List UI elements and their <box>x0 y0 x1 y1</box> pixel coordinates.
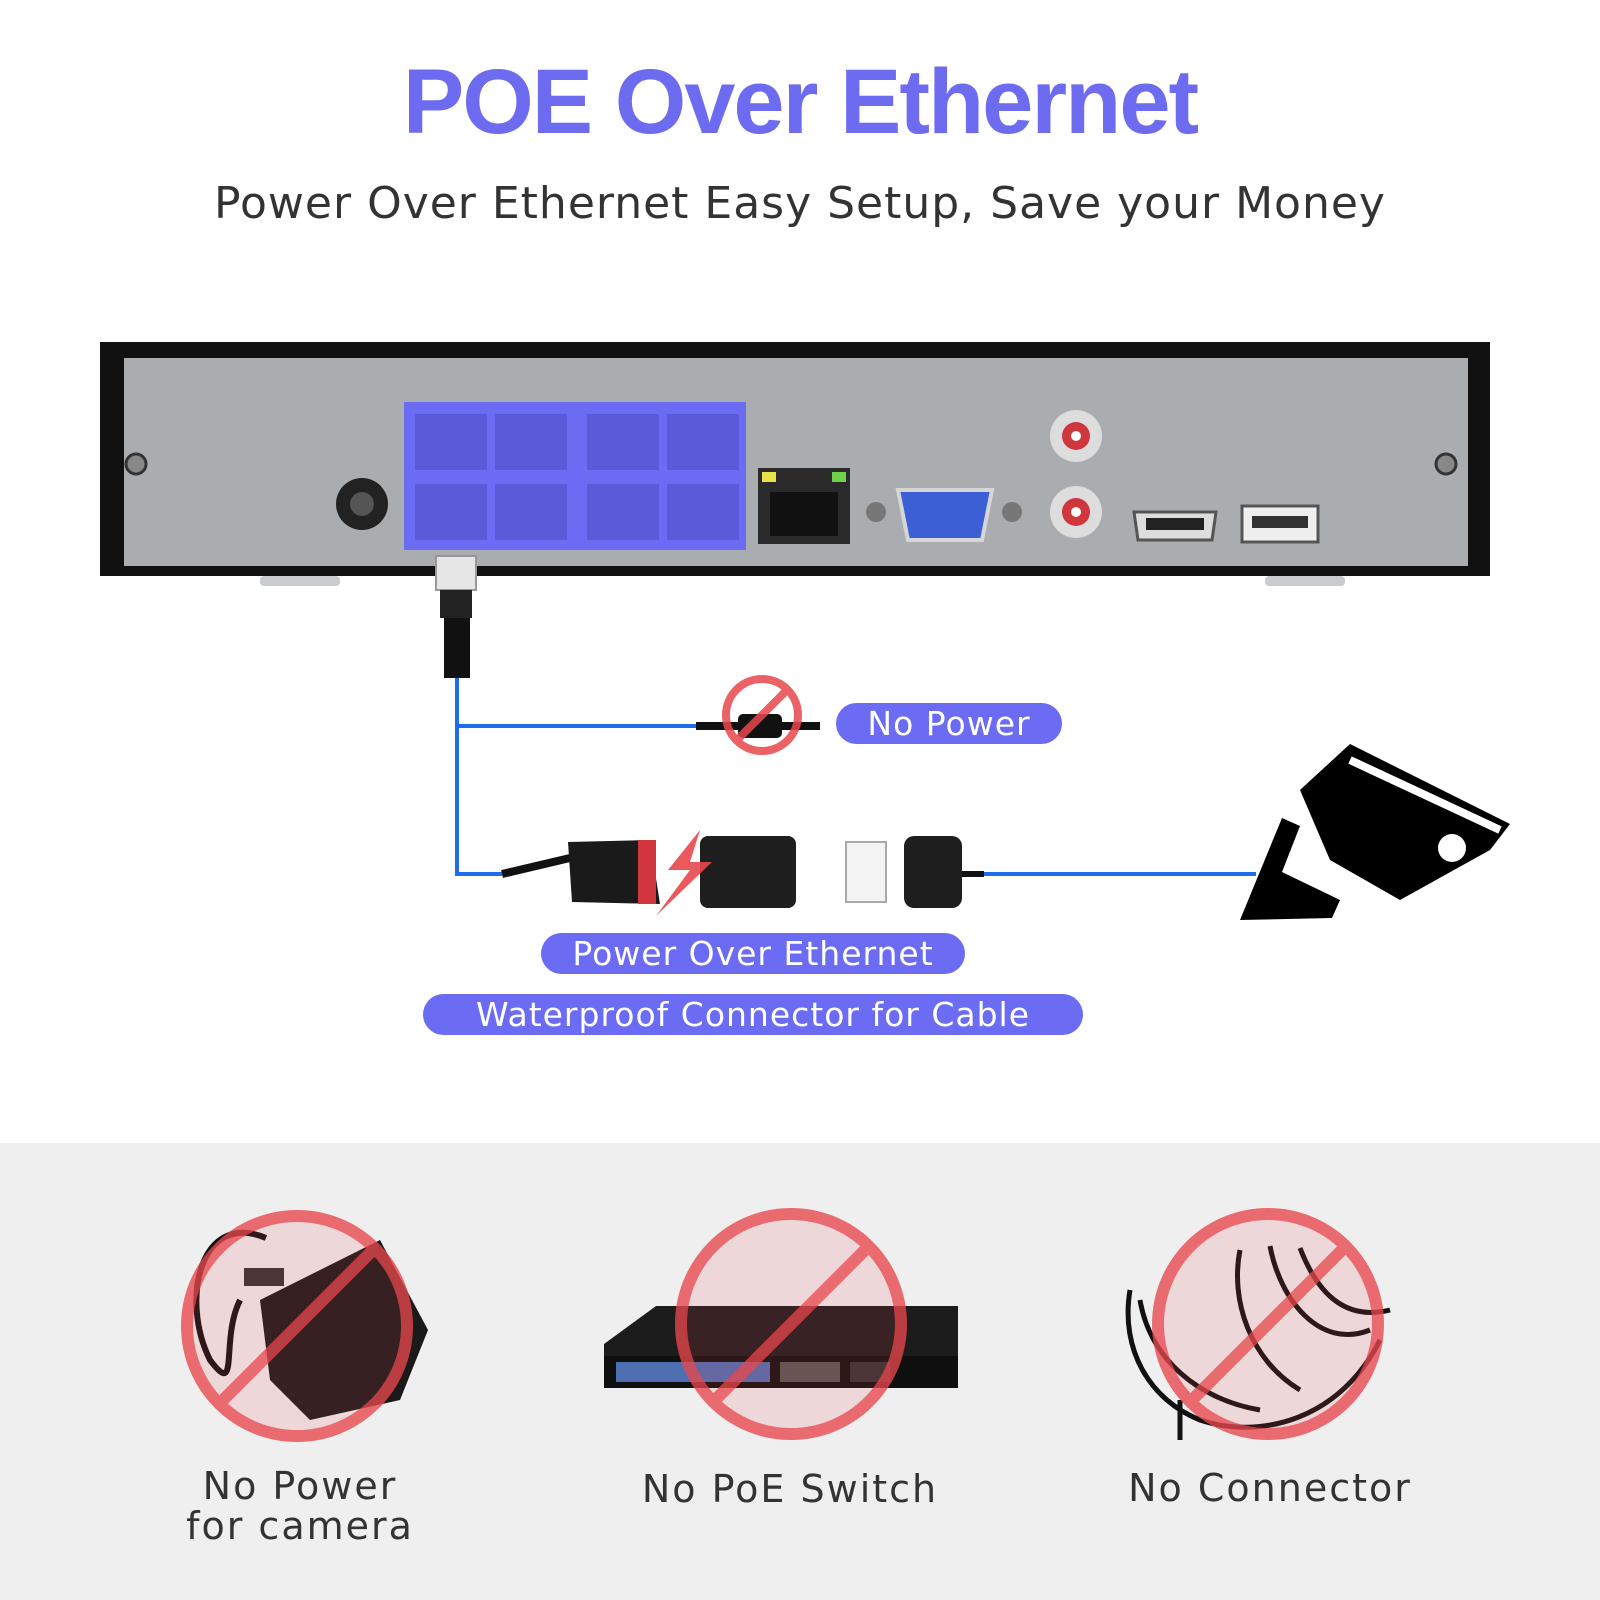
waterproof-connector-label: Waterproof Connector for Cable <box>423 994 1083 1035</box>
caption-line: No PoE Switch <box>641 1467 939 1511</box>
page-subtitle: Power Over Ethernet Easy Setup, Save you… <box>214 178 1386 229</box>
lan-port-icon <box>758 468 850 544</box>
caption-line: for camera <box>186 1504 414 1548</box>
power-over-ethernet-label: Power Over Ethernet <box>541 933 965 974</box>
nvr-recorder <box>100 342 1490 586</box>
waterproof-connector-icon <box>501 836 984 908</box>
poe-ports-icon <box>404 402 746 550</box>
prohibited-icon <box>722 675 802 755</box>
screw-icon <box>1434 452 1458 476</box>
page-title: POE Over Ethernet <box>402 51 1199 153</box>
hdmi-port-icon <box>1132 510 1218 542</box>
audio-rca-icon <box>1050 410 1102 538</box>
caption-line: No Connector <box>1128 1466 1412 1510</box>
usb-port-icon <box>1240 504 1320 544</box>
prohibited-icon <box>181 1210 413 1442</box>
prohibited-icon <box>675 1208 907 1440</box>
vga-port-icon <box>866 488 1022 542</box>
caption-no-power: No Power for camera <box>150 1466 450 1546</box>
prohibited-icon <box>1152 1208 1384 1440</box>
rj45-plug-icon <box>435 555 477 678</box>
cctv-camera-icon <box>1240 744 1510 920</box>
splitter-cable-icon <box>1125 1245 1391 1440</box>
no-power-label: No Power <box>836 703 1062 744</box>
power-jack-icon <box>336 478 388 530</box>
caption-no-connector: No Connector <box>1100 1468 1440 1508</box>
screw-icon <box>124 452 148 476</box>
ethernet-cable <box>455 678 1256 876</box>
caption-line: No Power <box>202 1464 398 1508</box>
caption-no-poe-switch: No PoE Switch <box>590 1469 990 1509</box>
